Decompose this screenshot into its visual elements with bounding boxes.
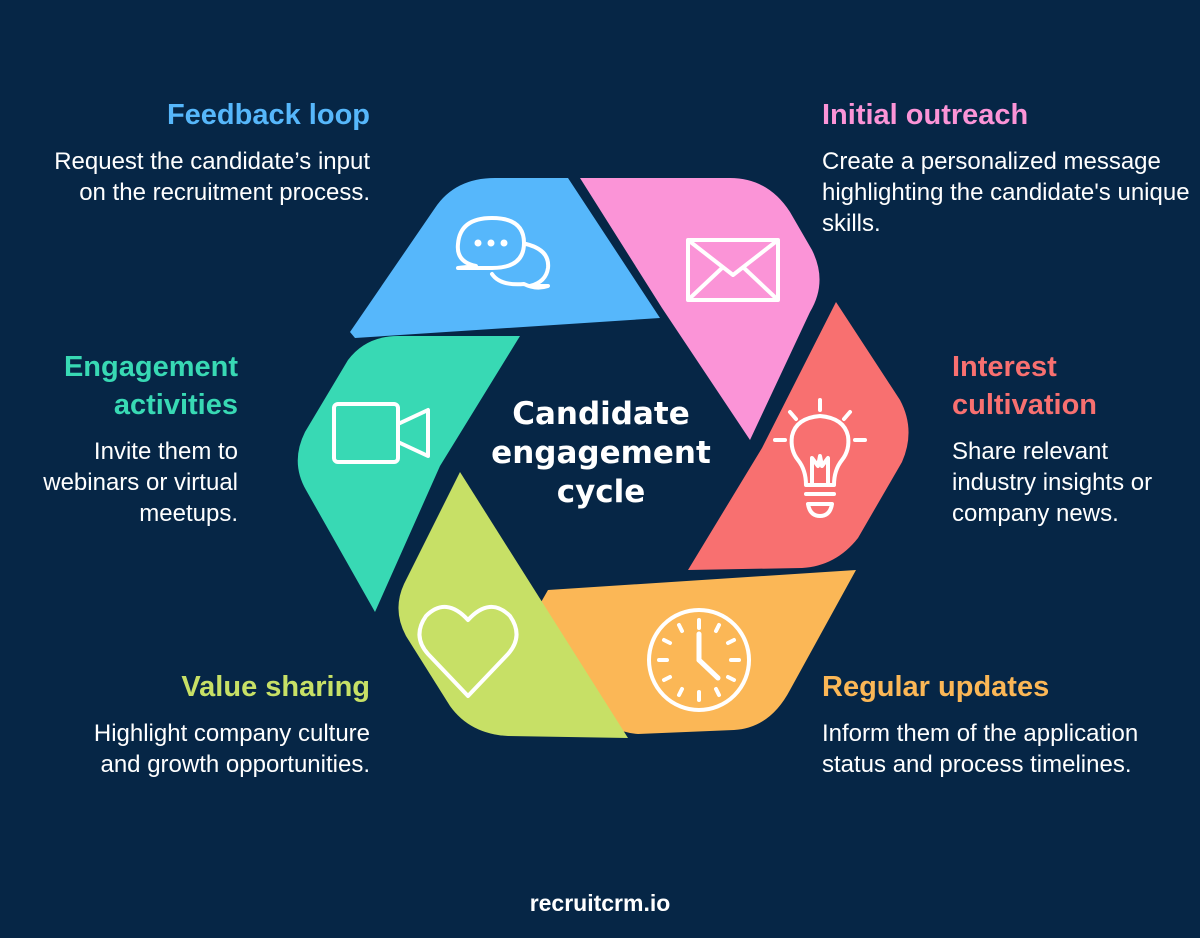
footer-brand: recruitcrm.io [529, 890, 671, 916]
feedback-loop-block: Feedback loop Request the candidate’s in… [40, 96, 370, 208]
regular-updates-title: Regular updates [822, 671, 1050, 703]
segment-interest [688, 302, 909, 570]
lightbulb-icon [773, 398, 867, 518]
segment-feedback [350, 178, 660, 338]
video-camera-icon [332, 402, 430, 464]
regular-updates-desc: Inform them of the application status an… [822, 720, 1139, 778]
value-sharing-desc: Highlight company culture and growth opp… [93, 720, 370, 778]
engagement-activities-block: Engagement activities Invite them to web… [0, 348, 238, 529]
interest-cultivation-block: Interest cultivation Share relevant indu… [952, 348, 1192, 529]
center-title: Candidate engagement cycle [491, 396, 711, 510]
segment-value [398, 472, 628, 738]
value-sharing-title: Value sharing [181, 671, 370, 703]
engagement-activities-desc: Invite them to webinars or virtual meetu… [43, 438, 238, 527]
initial-outreach-block: Initial outreach Create a personalized m… [822, 96, 1192, 239]
clock-icon [647, 608, 751, 712]
initial-outreach-title: Initial outreach [822, 99, 1029, 131]
interest-cultivation-title: Interest cultivation [952, 351, 1098, 421]
initial-outreach-desc: Create a personalized message highlighti… [822, 148, 1190, 237]
heart-icon [417, 605, 519, 698]
feedback-loop-desc: Request the candidate’s input on the rec… [54, 148, 370, 206]
chat-bubbles-icon [455, 216, 551, 290]
engagement-activities-title: Engagement activities [63, 351, 238, 421]
value-sharing-block: Value sharing Highlight company culture … [50, 668, 370, 780]
regular-updates-block: Regular updates Inform them of the appli… [822, 668, 1162, 780]
feedback-loop-title: Feedback loop [166, 99, 370, 131]
envelope-icon [686, 238, 780, 302]
interest-cultivation-desc: Share relevant industry insights or comp… [952, 438, 1153, 527]
segment-initial [580, 178, 820, 440]
